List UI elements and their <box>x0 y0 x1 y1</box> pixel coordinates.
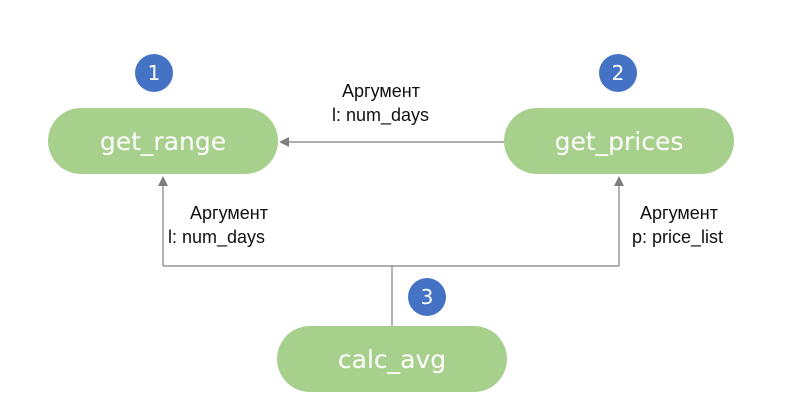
edge-label-prices-to-range: Аргумент l: num_days <box>332 79 429 127</box>
edge-label-line2: l: num_days <box>168 227 266 247</box>
edge-label-line2: l: num_days <box>332 105 430 125</box>
step-badge-3: 3 <box>408 278 446 316</box>
edge-label-line1: Аргумент <box>190 203 268 223</box>
edge-label-calc-to-range: Аргумент l: num_days <box>168 201 268 249</box>
step-badge-1: 1 <box>135 54 173 92</box>
edge-label-line1: Аргумент <box>640 203 718 223</box>
edge-label-line2: p: price_list <box>632 227 724 247</box>
edge-label-calc-to-prices: Аргумент p: price_list <box>632 201 723 249</box>
node-get-prices: get_prices <box>504 108 734 174</box>
node-get-range: get_range <box>48 108 278 174</box>
node-calc-avg: calc_avg <box>277 326 507 392</box>
step-badge-2: 2 <box>599 54 637 92</box>
edge-label-line1: Аргумент <box>342 81 420 101</box>
